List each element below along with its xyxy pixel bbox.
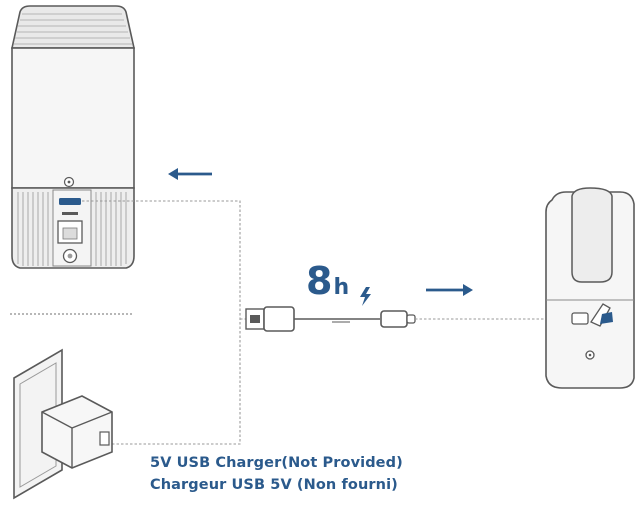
lightning-bolt-icon: [360, 287, 371, 306]
charging-duration: 8h: [306, 262, 349, 300]
charging-duration-unit: h: [333, 275, 350, 300]
base-station-top-mesh-lines: [14, 13, 132, 45]
usb-cable: [245, 306, 584, 332]
camera-button-center: [588, 353, 592, 357]
wall-outlet-icon: [13, 348, 63, 500]
wall-adapter-icon: [41, 395, 113, 469]
charger-caption-french: Chargeur USB 5V (Non fourni): [150, 477, 398, 493]
usb-port-highlight[interactable]: [59, 198, 81, 205]
camera-usb-port[interactable]: [571, 312, 589, 325]
arrow-right-icon: [426, 284, 473, 296]
dc-jack-center: [67, 253, 73, 259]
base-station-body: [11, 47, 135, 189]
charger-caption-english: 5V USB Charger(Not Provided): [150, 455, 403, 471]
camera-port-cover: [590, 303, 611, 327]
arrow-left-icon: [168, 168, 212, 180]
port-cover-highlight: [600, 312, 613, 324]
camera-device: [545, 187, 635, 389]
base-station: [11, 5, 135, 269]
cable-dashed-path: [82, 200, 255, 445]
ethernet-port-inner: [62, 227, 78, 240]
usb-c-plug-icon: [380, 310, 416, 328]
charging-duration-value: 8: [306, 259, 333, 303]
port-slot-small: [62, 212, 78, 215]
power-button-center: [67, 180, 71, 184]
base-station-rib-lines: [17, 192, 127, 266]
base-station-top-mesh: [11, 5, 135, 49]
camera-front-panel: [571, 187, 613, 283]
usb-a-plug-icon: [245, 306, 295, 332]
